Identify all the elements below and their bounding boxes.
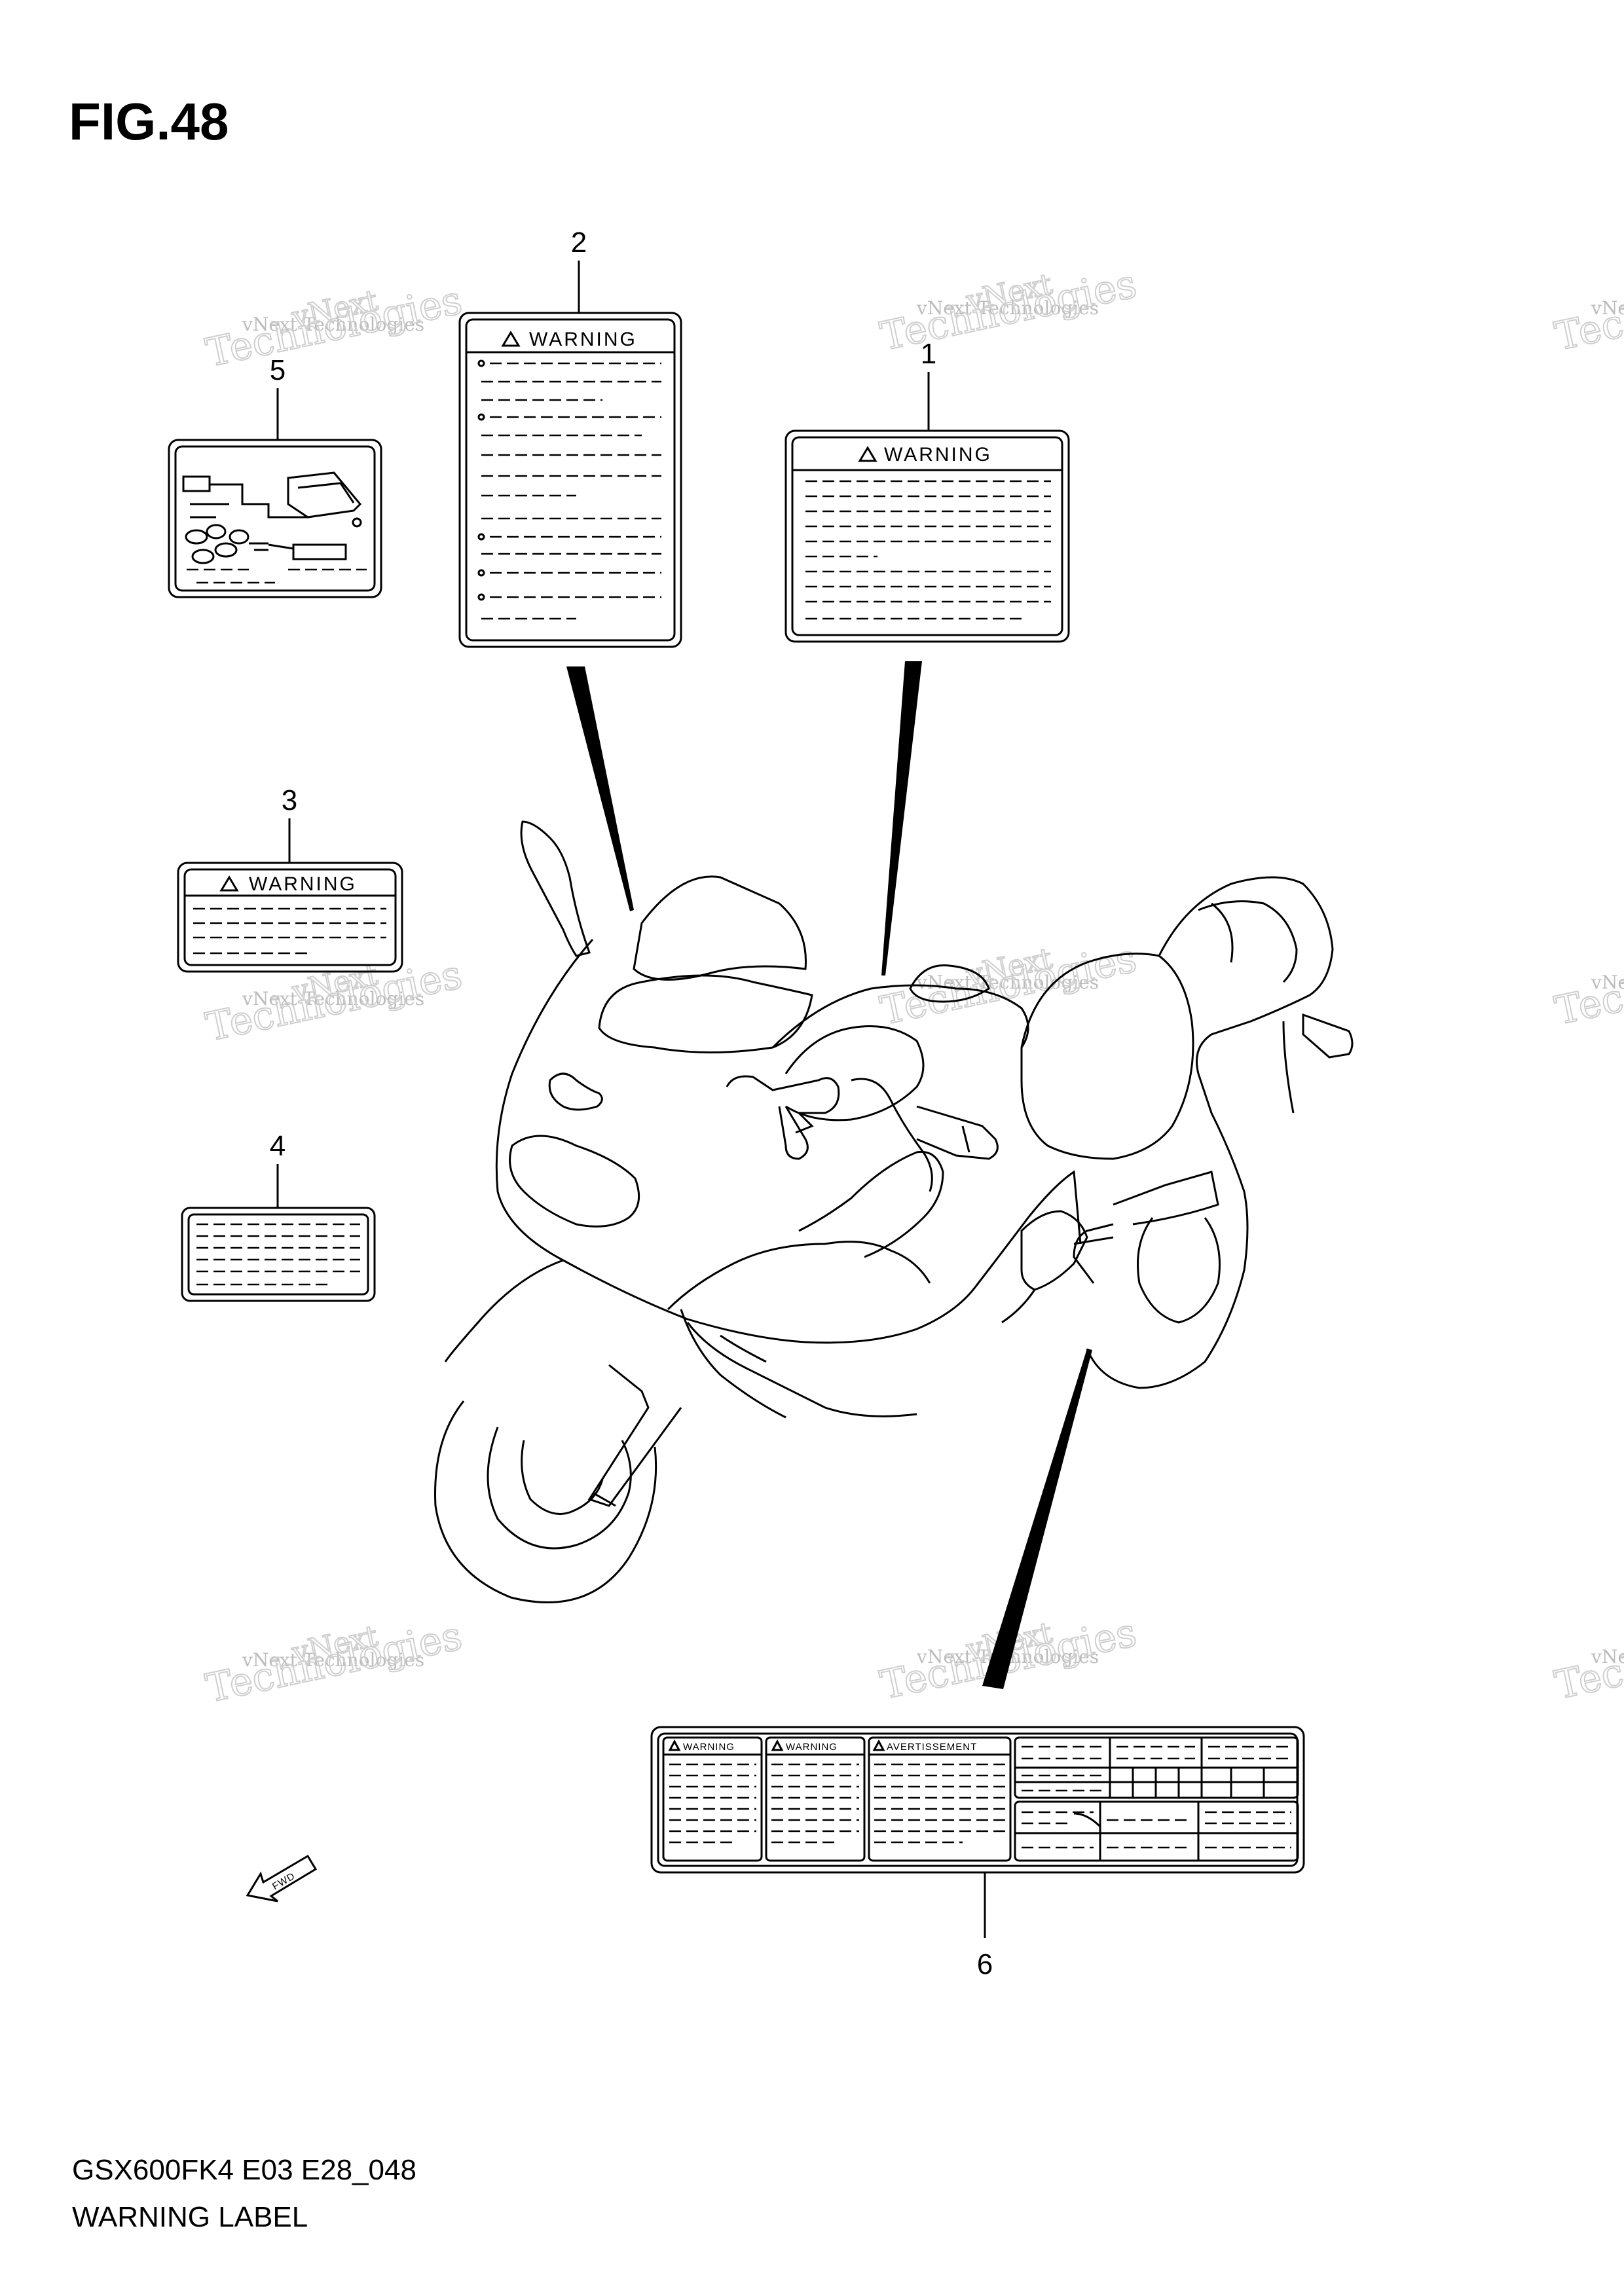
diagram-label-5 — [168, 439, 382, 598]
svg-text:WARNING: WARNING — [683, 1741, 735, 1753]
svg-text:WARNING: WARNING — [249, 873, 357, 895]
warning-triangle-icon — [501, 331, 521, 347]
svg-text:vNext Technologies: vNext Technologies — [1591, 972, 1624, 993]
svg-text:Technologies: Technologies — [1551, 261, 1624, 360]
watermark: vNext Technologies Technologies vNext — [876, 261, 1141, 361]
warning-label-1: WARNING — [784, 429, 1070, 643]
forward-direction-arrow: FWD — [246, 1854, 318, 1903]
watermark: vNext Technologies Technologies vNext — [202, 951, 467, 1051]
text-label-4 — [181, 1207, 376, 1302]
pointer-wedge-label-6 — [982, 1349, 1092, 1689]
callout-4: 4 — [270, 1130, 286, 1162]
label-text-lines — [669, 1763, 1005, 1844]
engine-diagram-icon — [182, 471, 367, 584]
drawing-code: GSX600FK4 E03 E28_048 — [72, 2154, 416, 2186]
watermark: vNext Technologies Technologies — [1551, 935, 1624, 1035]
svg-text:WARNING: WARNING — [884, 444, 992, 465]
label-text-lines — [193, 907, 386, 955]
watermark: vNext Technologies Technologies — [1551, 261, 1624, 361]
watermark: vNext Technologies Technologies vNext — [202, 1613, 467, 1713]
warning-triangle-icon — [219, 875, 239, 892]
warning-triangle-icon — [858, 446, 877, 462]
svg-text:vNext Technologies: vNext Technologies — [1591, 297, 1624, 319]
warning-label-3: WARNING — [177, 862, 403, 973]
svg-text:vNext Technologies: vNext Technologies — [242, 1649, 424, 1671]
figure-title: FIG.48 — [69, 92, 229, 151]
watermark-group: vNext Technologies Technologies vNext vN… — [202, 261, 1624, 1713]
label-text-lines — [196, 1223, 360, 1286]
pointer-wedge-label-1 — [881, 661, 922, 975]
pointer-wedge-label-2 — [566, 666, 634, 911]
multi-language-label-6: WARNING WARNING AVERTISSEMENT — [650, 1726, 1305, 1874]
motorcycle-outline — [434, 820, 1354, 1603]
svg-text:Technologies: Technologies — [1551, 936, 1624, 1034]
callout-6: 6 — [977, 1948, 993, 1980]
svg-text:AVERTISSEMENT: AVERTISSEMENT — [887, 1741, 977, 1753]
warning-triangle-icon — [771, 1739, 784, 1751]
drawing-caption: WARNING LABEL — [72, 2201, 308, 2233]
svg-text:WARNING: WARNING — [529, 329, 637, 350]
svg-text:vNext Technologies: vNext Technologies — [242, 988, 424, 1010]
warning-label-2: WARNING — [458, 312, 682, 648]
svg-text:vNext Technologies: vNext Technologies — [1591, 1646, 1624, 1667]
callout-2: 2 — [571, 227, 587, 259]
svg-text:vNext Technologies: vNext Technologies — [916, 297, 1099, 319]
callout-3: 3 — [282, 784, 297, 816]
label-text-lines — [805, 480, 1051, 620]
callout-1: 1 — [921, 338, 936, 370]
callout-5: 5 — [270, 354, 286, 386]
warning-triangle-icon — [872, 1739, 885, 1751]
watermark: vNext Technologies Technologies vNext — [202, 277, 467, 377]
svg-text:Technologies: Technologies — [1551, 1610, 1624, 1709]
svg-text:vNext Technologies: vNext Technologies — [916, 972, 1099, 993]
svg-text:WARNING: WARNING — [786, 1741, 838, 1753]
label-text-lines — [477, 359, 661, 620]
warning-triangle-icon — [668, 1739, 681, 1751]
watermark: vNext Technologies Technologies — [1551, 1609, 1624, 1709]
svg-text:vNext Technologies: vNext Technologies — [242, 314, 424, 335]
